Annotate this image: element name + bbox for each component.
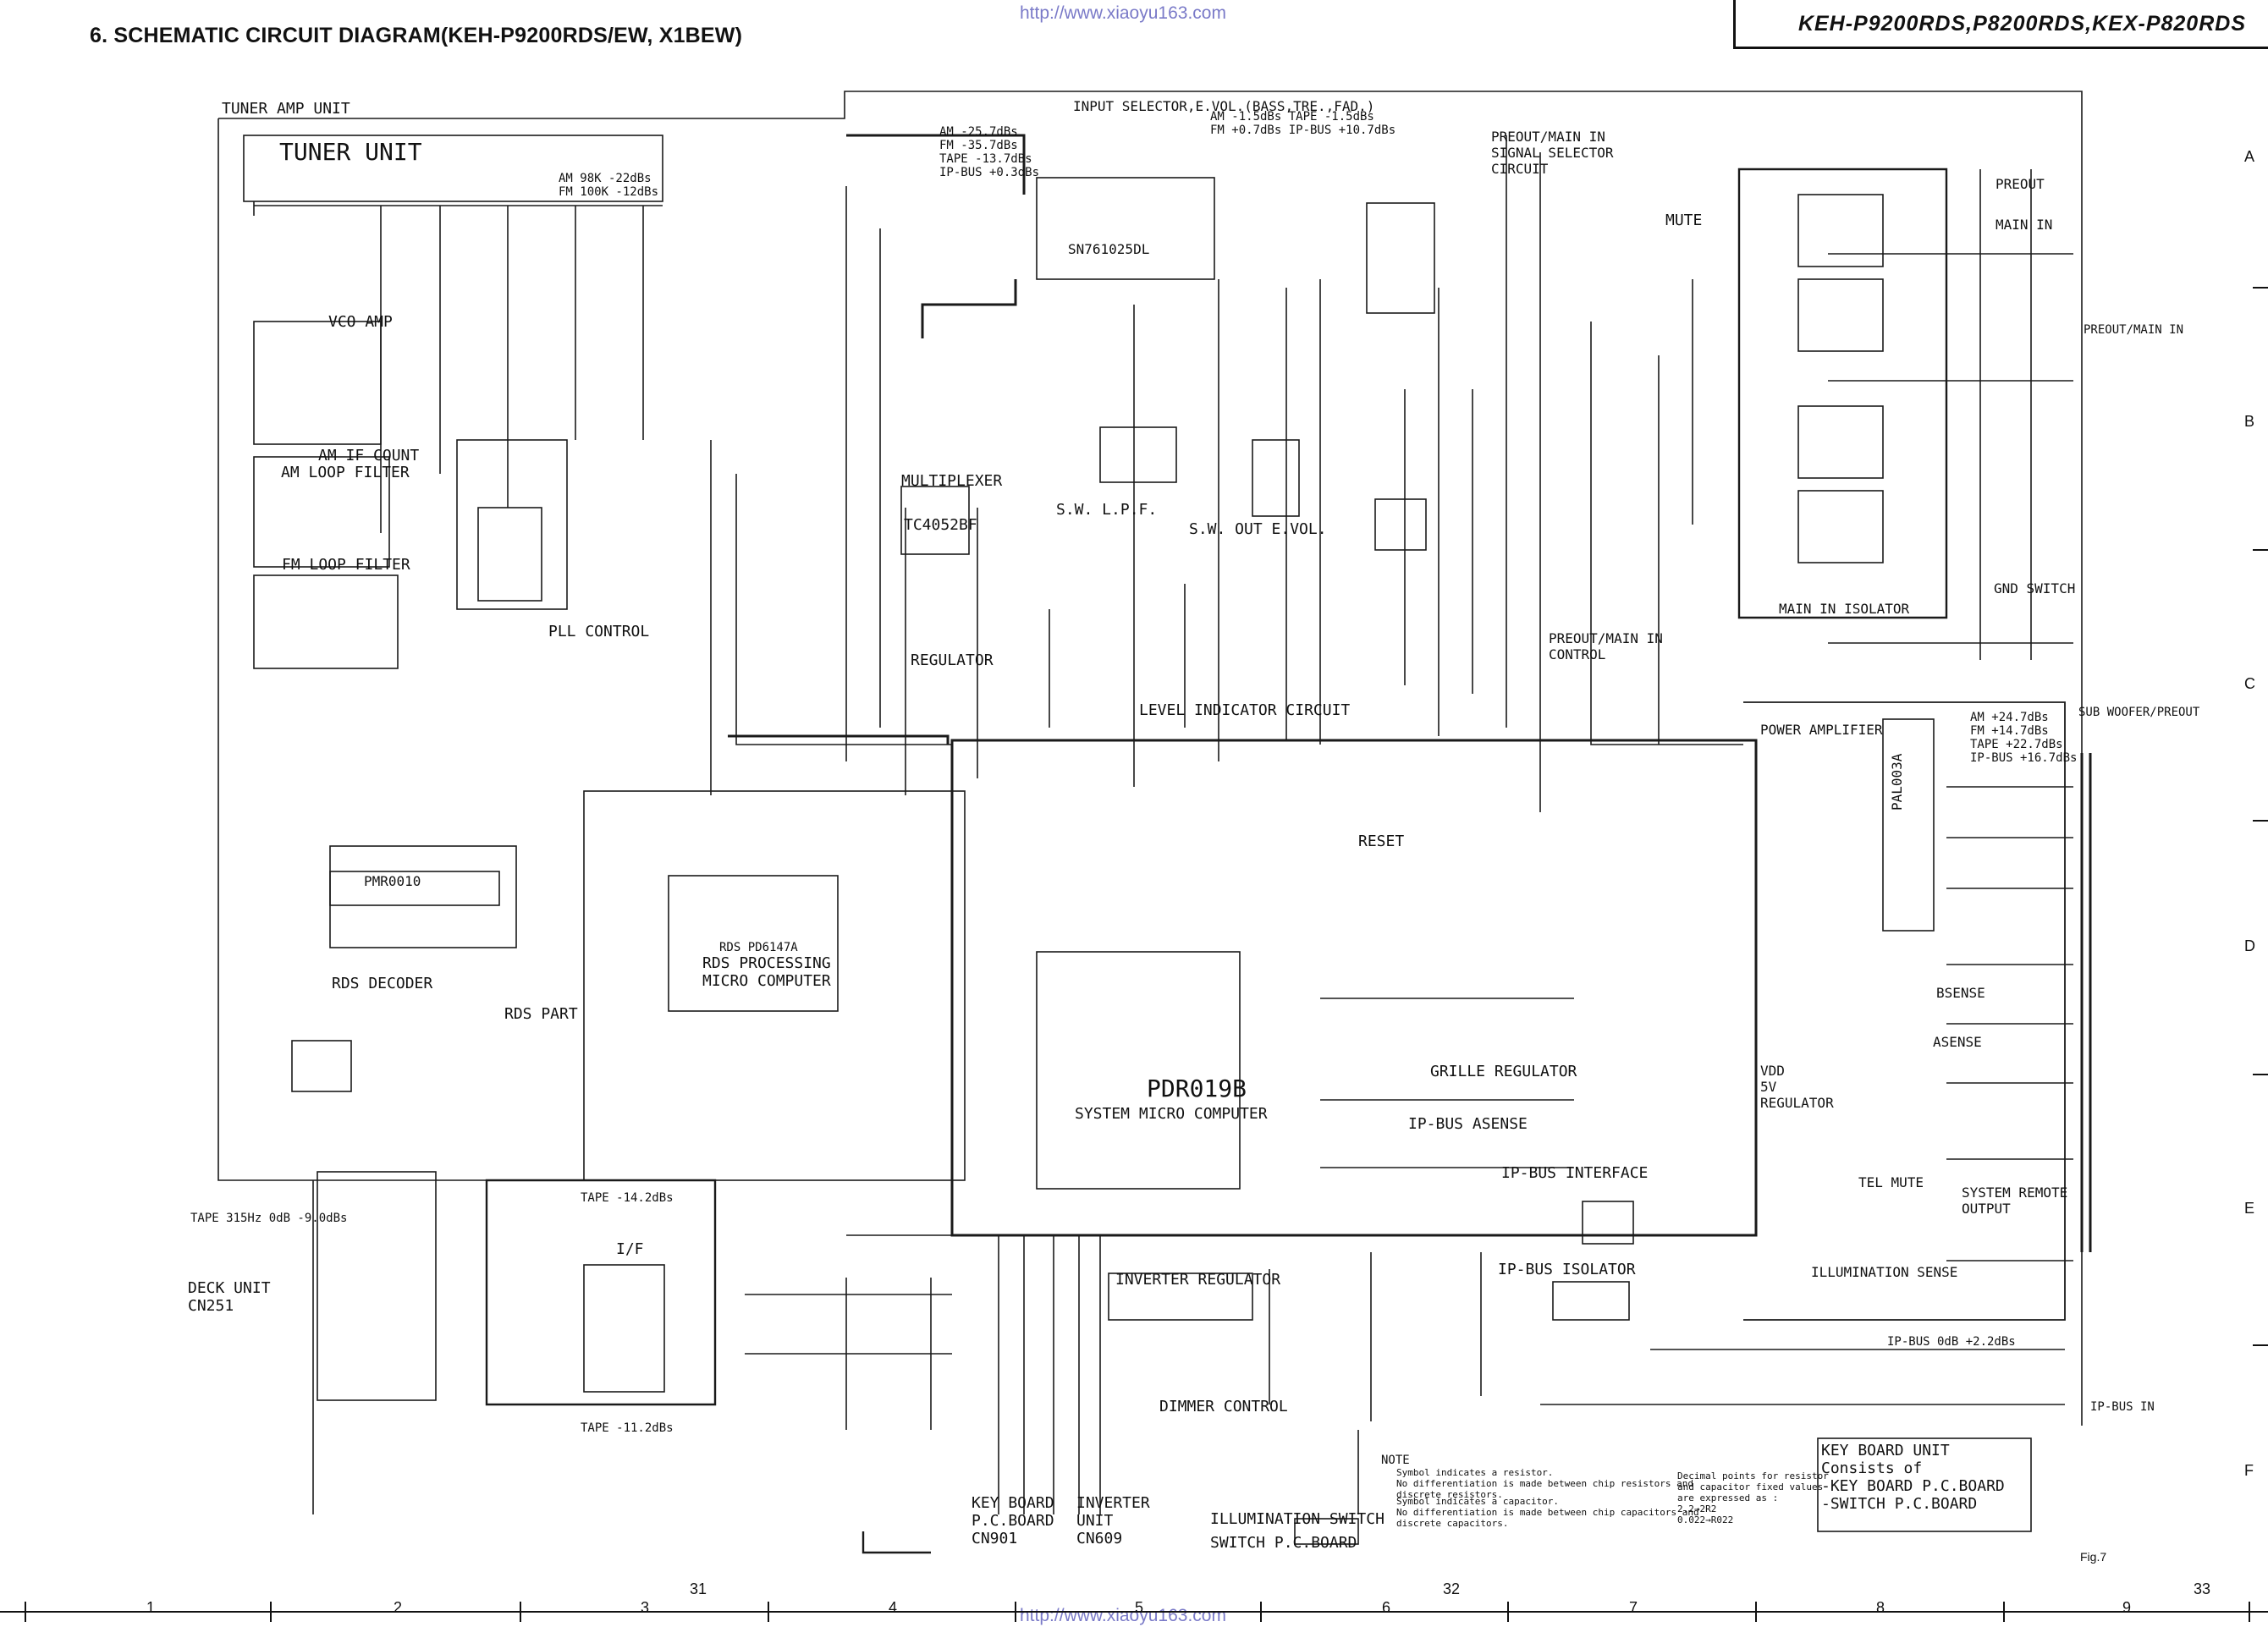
bsense-label: BSENSE <box>1936 985 1985 1001</box>
fm-loop-filter-label: FM LOOP FILTER <box>282 556 410 574</box>
input-levels: AM -25.7dBs FM -35.7dBs TAPE -13.7dBs IP… <box>939 125 1040 179</box>
multiplexer-label: MULTIPLEXER <box>901 472 1003 490</box>
note-decimal: Decimal points for resistor and capacito… <box>1677 1470 1829 1525</box>
rds-part-label: RDS PART <box>504 1005 578 1023</box>
model-box <box>1733 0 2268 49</box>
tel-mute-label: TEL MUTE <box>1858 1174 1924 1190</box>
system-remote-label: SYSTEM REMOTE OUTPUT <box>1962 1185 2068 1217</box>
tuner-unit-label: TUNER UNIT <box>279 138 422 166</box>
tape-142-label: TAPE -14.2dBs <box>581 1191 674 1205</box>
sw-out-evol-label: S.W. OUT E.VOL. <box>1189 520 1327 538</box>
col-label-2: 2 <box>394 1599 403 1616</box>
keyboard-pcb-label: KEY BOARD P.C.BOARD CN901 <box>972 1494 1054 1547</box>
inverter-unit-label: INVERTER UNIT CN609 <box>1076 1494 1150 1547</box>
col-label-7: 7 <box>1629 1599 1638 1616</box>
level-indicator-label: LEVEL INDICATOR CIRCUIT <box>1139 701 1351 719</box>
rds-decoder-label: RDS DECODER <box>332 975 433 992</box>
watermark-url-bottom: http://www.xiaoyu163.com <box>1020 1606 1226 1625</box>
row-label-f: F <box>2244 1462 2254 1479</box>
col-label-5: 5 <box>1135 1599 1144 1616</box>
if-block-label: I/F <box>616 1240 644 1258</box>
row-label-b: B <box>2244 413 2255 430</box>
pll-control-label: PLL CONTROL <box>548 623 650 640</box>
gnd-switch-label: GND SWITCH <box>1994 580 2076 596</box>
col-label-1: 1 <box>146 1599 156 1616</box>
illumination-switch-label: ILLUMINATION SWITCH <box>1210 1510 1384 1528</box>
am-if-count-label: AM IF COUNT <box>318 447 420 464</box>
sub-woofer-label: SUB WOOFER/PREOUT <box>2078 706 2200 719</box>
page-number-32: 32 <box>1443 1580 1461 1597</box>
tc4052bf-label: TC4052BF <box>904 516 977 534</box>
page-number-33: 33 <box>2194 1580 2211 1597</box>
col-label-8: 8 <box>1876 1599 1885 1616</box>
ip-bus-in-label: IP-BUS IN <box>2090 1400 2155 1414</box>
note-capacitor: Symbol indicates a capacitor. No differe… <box>1396 1496 1699 1529</box>
asense-label: ASENSE <box>1933 1034 1982 1050</box>
model-number: KEH-P9200RDS,P8200RDS,KEX-P820RDS <box>1797 12 2246 36</box>
power-amplifier-label: POWER AMPLIFIER <box>1760 722 1883 738</box>
col-label-9: 9 <box>2122 1599 2132 1616</box>
notes-heading: NOTE <box>1381 1454 1410 1467</box>
ip-bus-level: IP-BUS 0dB +2.2dBs <box>1887 1335 2016 1349</box>
vco-amp-label: VCO AMP <box>328 313 393 331</box>
input-selector-label: INPUT SELECTOR,E.VOL.(BASS,TRE.,FAD.) <box>1073 98 1375 114</box>
preout-main-in-control-label: PREOUT/MAIN IN CONTROL <box>1549 630 1663 662</box>
pmr-chip-label: PMR0010 <box>364 873 421 889</box>
tuner-levels: AM 98K -22dBs FM 100K -12dBs <box>559 172 659 199</box>
switch-pcb-label: SWITCH P.C.BOARD <box>1210 1534 1357 1552</box>
col-label-6: 6 <box>1382 1599 1391 1616</box>
vdd-regulator-label: VDD 5V REGULATOR <box>1760 1063 1834 1111</box>
mute-label: MUTE <box>1665 212 1703 229</box>
row-label-c: C <box>2244 675 2255 692</box>
note-resistor: Symbol indicates a resistor. No differen… <box>1396 1467 1693 1500</box>
preout-label: PREOUT <box>1996 176 2045 192</box>
system-micro-label: SYSTEM MICRO COMPUTER <box>1075 1105 1268 1123</box>
ip-bus-asense-label: IP-BUS ASENSE <box>1408 1115 1528 1133</box>
rds-processing-label: RDS PROCESSING MICRO COMPUTER <box>702 954 831 990</box>
row-label-e: E <box>2244 1200 2255 1217</box>
preout-selector-label: PREOUT/MAIN IN SIGNAL SELECTOR CIRCUIT <box>1491 129 1614 177</box>
tape-112-label: TAPE -11.2dBs <box>581 1421 674 1435</box>
illumination-sense-label: ILLUMINATION SENSE <box>1811 1264 1958 1280</box>
tuner-amp-unit-label: TUNER AMP UNIT <box>222 100 350 118</box>
dimmer-control-label: DIMMER CONTROL <box>1159 1398 1288 1415</box>
figure-label: Fig.7 <box>2080 1550 2107 1564</box>
preout-main-in-connector: PREOUT/MAIN IN <box>2084 323 2184 337</box>
rds-chip-label: RDS PD6147A <box>719 941 798 954</box>
col-label-4: 4 <box>889 1599 898 1616</box>
pa-chip-label: PAL003A <box>1889 753 1905 811</box>
inverter-regulator-label: INVERTER REGULATOR <box>1115 1271 1281 1289</box>
amp-levels: AM +24.7dBs FM +14.7dBs TAPE +22.7dBs IP… <box>1970 711 2078 765</box>
am-loop-filter-label: AM LOOP FILTER <box>281 464 410 481</box>
sw-lpf-label: S.W. L.P.F. <box>1056 501 1158 519</box>
keyboard-unit-label: KEY BOARD UNIT Consists of -KEY BOARD P.… <box>1821 1442 2005 1513</box>
input-levels-2: AM -1.5dBs TAPE -1.5dBs FM +0.7dBs IP-BU… <box>1210 110 1396 137</box>
regulator-label: REGULATOR <box>911 651 994 669</box>
page-title: 6. SCHEMATIC CIRCUIT DIAGRAM(KEH-P9200RD… <box>90 24 743 47</box>
grille-regulator-label: GRILLE REGULATOR <box>1430 1063 1577 1080</box>
row-label-a: A <box>2244 148 2255 165</box>
col-label-3: 3 <box>641 1599 650 1616</box>
deck-unit-label: DECK UNIT CN251 <box>188 1279 271 1315</box>
sn-chip-label: SN761025DL <box>1068 241 1150 257</box>
main-in-label: MAIN IN <box>1996 217 2053 233</box>
ip-bus-isolator-label: IP-BUS ISOLATOR <box>1498 1261 1636 1278</box>
tape-315-label: TAPE 315Hz 0dB -9.0dBs <box>190 1212 348 1225</box>
watermark-url-top: http://www.xiaoyu163.com <box>1020 3 1226 23</box>
row-label-d: D <box>2244 937 2255 954</box>
main-in-isolator-label: MAIN IN ISOLATOR <box>1779 601 1910 617</box>
system-chip-label: PDR019B <box>1147 1075 1247 1102</box>
page-number-31: 31 <box>690 1580 707 1597</box>
reset-label: RESET <box>1358 833 1405 850</box>
ip-bus-interface-label: IP-BUS INTERFACE <box>1501 1164 1649 1182</box>
